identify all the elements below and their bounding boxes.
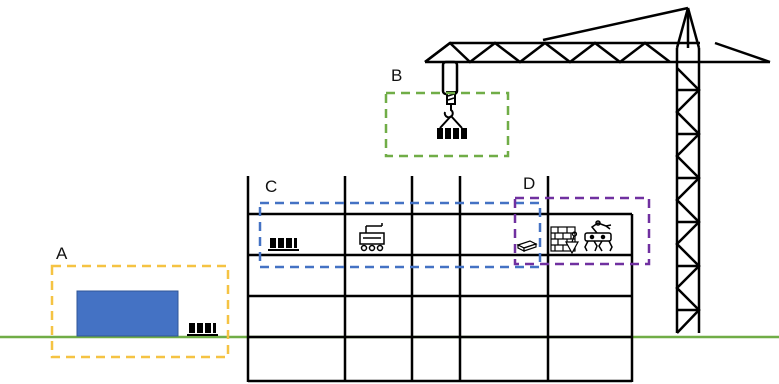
crane-hook-icon: [437, 91, 467, 139]
pallet-stack-icon: [187, 323, 218, 336]
zone-b-box: [384, 91, 510, 158]
zone-b-label: B: [391, 66, 403, 85]
brick-icon: [516, 240, 538, 252]
zone-a-label: A: [56, 244, 68, 263]
zone-c-box: [258, 201, 542, 269]
shipping-container: [76, 290, 179, 337]
building-frame: [246, 176, 634, 383]
tower-crane: [424, 6, 771, 334]
zone-d-box: [513, 196, 651, 266]
delivery-robot-icon: [359, 223, 385, 252]
brick-wall-trowel-icon: [550, 226, 580, 255]
pallet-stack-icon: [268, 238, 299, 251]
zone-c-label: C: [265, 177, 278, 196]
quadruped-robot-icon: [584, 220, 613, 252]
zone-a-box: [50, 264, 230, 359]
zone-d-label: D: [523, 174, 536, 193]
